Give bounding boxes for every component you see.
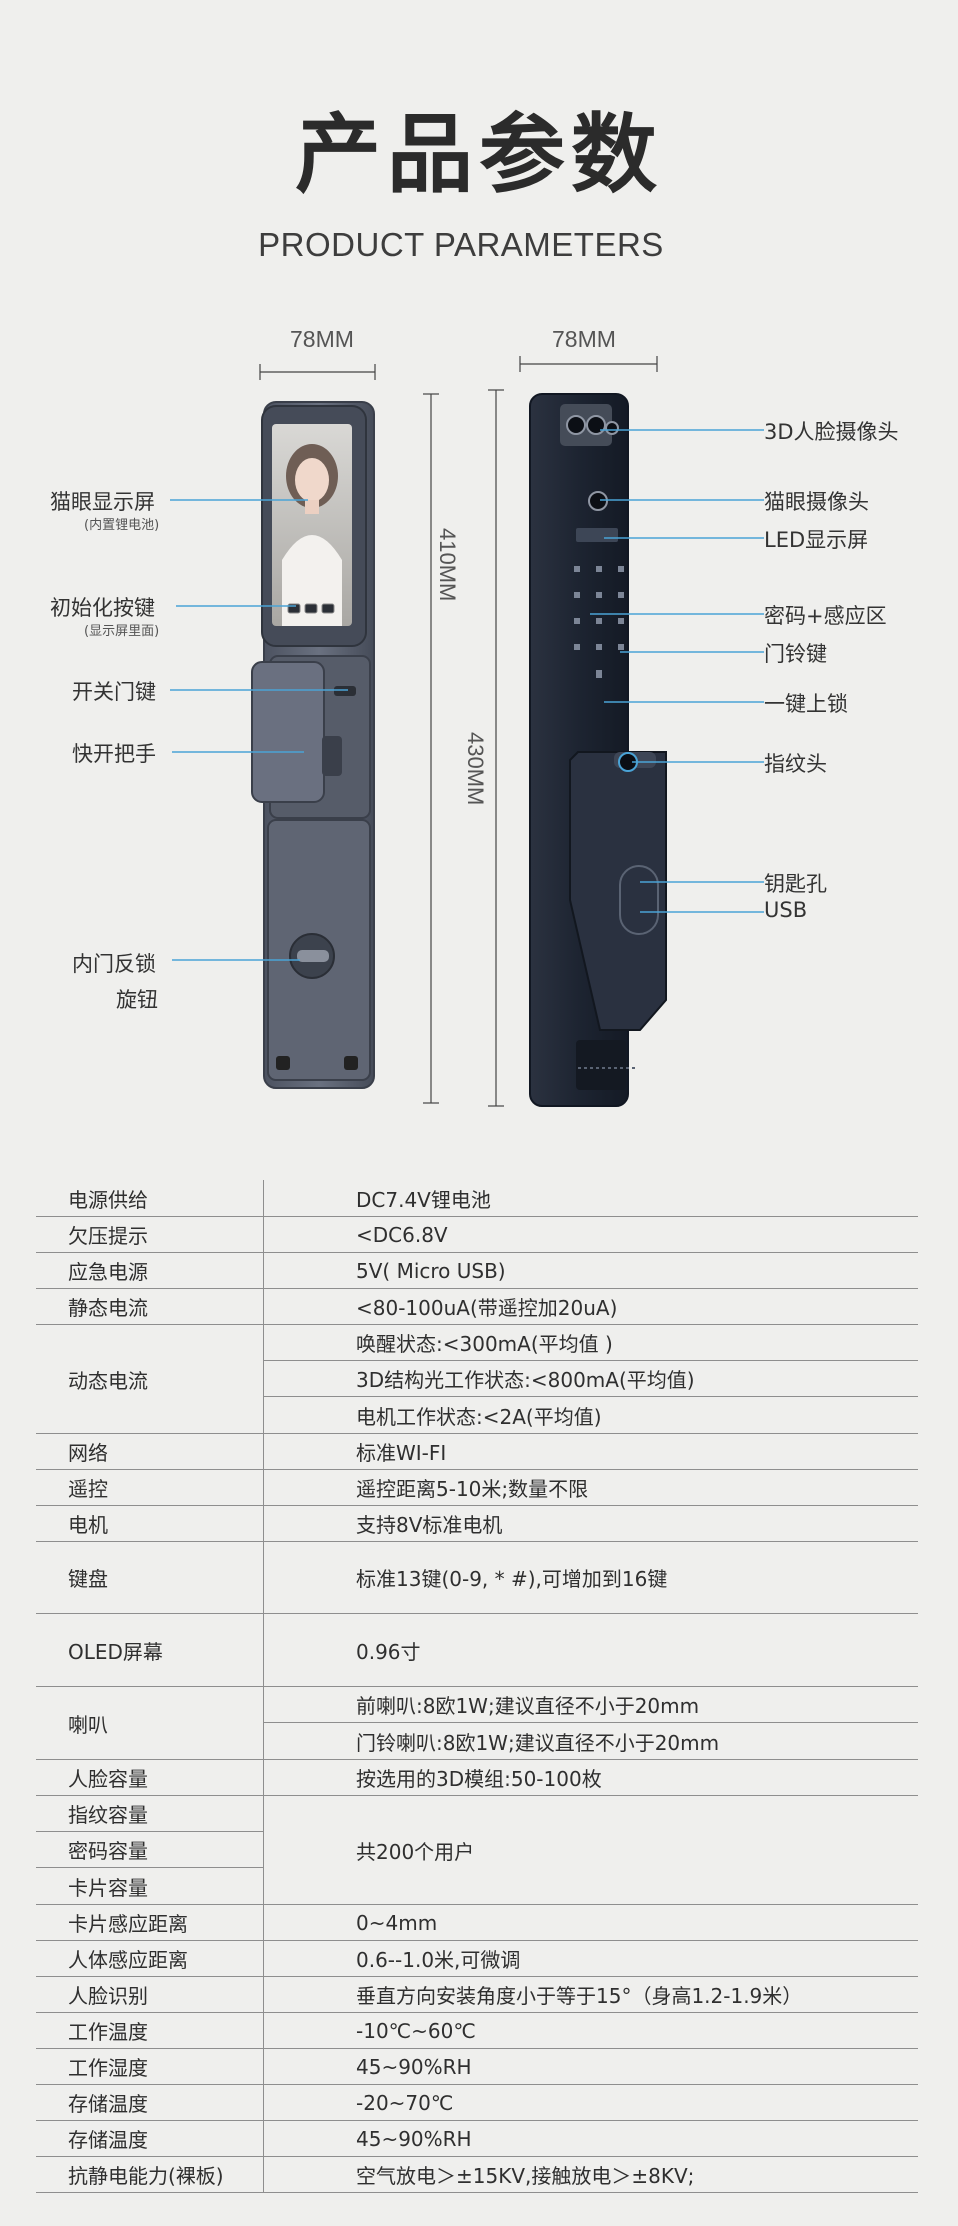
spec-row-esd: 抗静电能力(裸板) 空气放电＞±15KV,接触放电＞±8KV; [36,2157,918,2193]
callout-usb: USB [764,898,808,922]
callout-inner-lock: 内门反锁 [72,952,156,976]
spec-label: 电源供给 [68,1187,148,1212]
spec-value: -20~70℃ [263,2085,918,2120]
spec-label: 抗静电能力(裸板) [68,2164,224,2188]
spec-row-face-capacity: 人脸容量 按选用的3D模组:50-100枚 [36,1760,918,1796]
spec-row-remote: 遥控 遥控距离5-10米;数量不限 [36,1470,918,1506]
dimension-rule-width-front [259,364,376,380]
spec-value: 前喇叭:8欧1W;建议直径不小于20mm [264,1687,918,1723]
spec-value: 0.96寸 [263,1614,918,1686]
spec-value: <80-100uA(带遥控加20uA) [263,1289,918,1324]
spec-label: 静态电流 [68,1296,148,1320]
callout-cat-eye-screen: 猫眼显示屏 [50,490,155,514]
spec-value: 0~4mm [263,1905,918,1940]
callout-face-camera: 3D人脸摄像头 [764,420,899,444]
spec-row-network: 网络 标准WI-FI [36,1434,918,1470]
spec-value: 电机工作状态:<2A(平均值) [356,1404,602,1429]
spec-value: 标准WI-FI [263,1434,918,1469]
spec-table: 电源供给 DC7.4V锂电池 欠压提示 <DC6.8V 应急电源 5V( Mic… [36,1180,918,2193]
spec-label: OLED屏幕 [68,1639,163,1664]
spec-row-user-capacity: 指纹容量 密码容量 卡片容量 共200个用户 [36,1796,918,1905]
callout-keyhole: 钥匙孔 [764,872,827,896]
spec-value: 门铃喇叭:8欧1W;建议直径不小于20mm [356,1730,720,1755]
spec-row-work-temp: 工作温度 -10℃~60℃ [36,2013,918,2049]
spec-value: 唤醒状态:<300mA(平均值 ) [264,1325,918,1361]
spec-value: 共200个用户 [263,1796,918,1904]
spec-value: 3D结构光工作状态:<800mA(平均值) [264,1361,918,1397]
spec-row-face-recognition: 人脸识别 垂直方向安装角度小于等于15°（身高1.2-1.9米） [36,1977,918,2013]
spec-label: 人脸容量 [68,1767,148,1791]
spec-row-storage-humidity: 存储温度 45~90%RH [36,2121,918,2157]
spec-label: 卡片感应距离 [68,1912,188,1936]
spec-label: 工作湿度 [68,2056,148,2080]
spec-row-oled: OLED屏幕 0.96寸 [36,1614,918,1687]
spec-label: 应急电源 [68,1260,148,1284]
dimension-width-back: 78MM [552,326,616,352]
spec-label: 欠压提示 [68,1224,148,1248]
lock-outside-view [529,393,667,1107]
spec-row-dynamic-current: 动态电流 唤醒状态:<300mA(平均值 ) 3D结构光工作状态:<800mA(… [36,1325,918,1434]
spec-label: 存储温度 [68,2128,148,2152]
callout-init-button: 初始化按键 [50,596,155,620]
dimension-width-front: 78MM [290,326,354,352]
spec-value: 支持8V标准电机 [263,1506,918,1541]
spec-label: 网络 [68,1441,108,1465]
spec-row-body-distance: 人体感应距离 0.6--1.0米,可微调 [36,1941,918,1977]
spec-label: 遥控 [68,1477,108,1501]
product-illustration [170,356,764,1107]
spec-label: 人脸识别 [68,1984,148,2008]
keypad [574,566,624,678]
spec-label: 存储温度 [68,2092,148,2116]
spec-label: 键盘 [68,1567,108,1591]
spec-row-work-humidity: 工作湿度 45~90%RH [36,2049,918,2085]
dimension-rule-width-back [519,356,658,372]
spec-row-storage-temp: 存储温度 -20~70℃ [36,2085,918,2121]
spec-row-speaker: 喇叭 前喇叭:8欧1W;建议直径不小于20mm 门铃喇叭:8欧1W;建议直径不小… [36,1687,918,1760]
spec-row-motor: 电机 支持8V标准电机 [36,1506,918,1542]
spec-value: -10℃~60℃ [263,2013,918,2048]
spec-value: 按选用的3D模组:50-100枚 [263,1760,918,1795]
callout-cat-eye-screen-note: (内置锂电池) [84,518,160,533]
callout-fingerprint: 指纹头 [764,752,827,776]
spec-label: 密码容量 [36,1832,263,1868]
spec-row-power: 电源供给 DC7.4V锂电池 [36,1180,918,1217]
spec-row-keyboard: 键盘 标准13键(0-9, * #),可增加到16键 [36,1542,918,1614]
callout-quick-handle: 快开把手 [72,742,156,766]
lock-inside-view [251,401,375,1089]
spec-value: 标准13键(0-9, * #),可增加到16键 [263,1542,918,1613]
spec-row-undervolt: 欠压提示 <DC6.8V [36,1217,918,1253]
page-title: 产品参数 [295,105,663,205]
spec-value: DC7.4V锂电池 [263,1180,918,1216]
callout-inner-lock-knob: 旋钮 [116,988,158,1012]
callout-one-key-lock: 一键上锁 [764,692,848,716]
spec-row-static-current: 静态电流 <80-100uA(带遥控加20uA) [36,1289,918,1325]
spec-value: <DC6.8V [263,1217,918,1252]
callout-door-switch: 开关门键 [72,680,156,704]
spec-row-card-distance: 卡片感应距离 0~4mm [36,1905,918,1941]
page-subtitle: PRODUCT PARAMETERS [258,226,664,263]
callout-led-screen: LED显示屏 [764,528,869,552]
spec-value: 5V( Micro USB) [263,1253,918,1288]
spec-row-emergency: 应急电源 5V( Micro USB) [36,1253,918,1289]
spec-label: 电机 [68,1513,108,1537]
spec-label: 人体感应距离 [68,1948,188,1972]
spec-value: 遥控距离5-10米;数量不限 [263,1470,918,1505]
spec-label: 卡片容量 [68,1875,148,1900]
callout-lines [170,429,764,961]
callout-password-area: 密码+感应区 [764,604,887,628]
spec-value: 45~90%RH [263,2121,918,2156]
callout-init-button-note: (显示屏里面) [84,624,160,639]
spec-label: 喇叭 [68,1712,108,1737]
spec-label: 指纹容量 [36,1796,263,1832]
callout-doorbell: 门铃键 [764,642,827,666]
spec-label: 动态电流 [68,1368,148,1393]
spec-value: 0.6--1.0米,可微调 [263,1941,918,1976]
dimension-rule-height-front [423,393,439,1104]
callout-cat-eye-camera: 猫眼摄像头 [764,490,869,514]
spec-label: 工作温度 [68,2020,148,2044]
spec-value: 45~90%RH [263,2049,918,2084]
spec-value: 空气放电＞±15KV,接触放电＞±8KV; [263,2157,918,2192]
dimension-rule-height-back [488,389,504,1107]
spec-value: 垂直方向安装角度小于等于15°（身高1.2-1.9米） [263,1977,918,2012]
